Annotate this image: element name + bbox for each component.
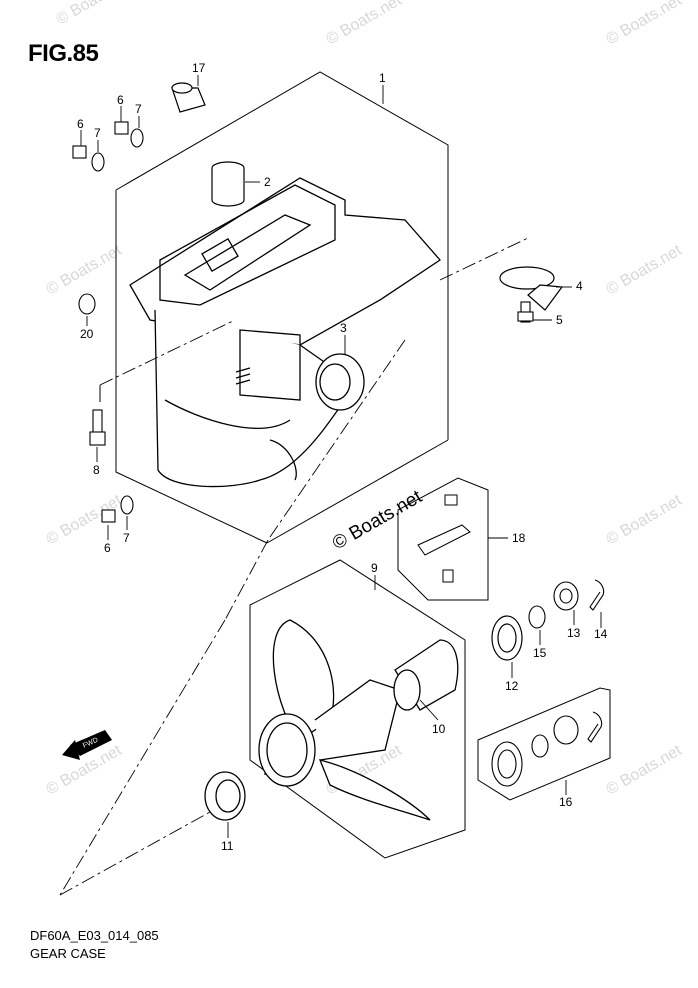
callout-8: 8 [93,463,100,477]
part-15-washer [528,605,546,629]
callout-6b: 6 [117,93,124,107]
callout-17: 17 [192,61,206,75]
callout-3: 3 [340,321,347,335]
callout-7c: 7 [123,531,130,545]
watermark-label: © Boats.net [329,486,426,554]
callout-10: 10 [432,722,446,736]
watermark-text: © Boats.net [324,0,406,48]
callout-15: 15 [533,646,547,660]
callout-7a: 7 [94,126,101,140]
watermark-text: © Boats.net [54,0,136,28]
part-20-cap [78,293,96,315]
part-18-group-frame [397,477,489,601]
callout-numbers: 1 2 3 4 5 6 6 6 7 7 7 8 9 10 11 12 13 14… [77,61,608,853]
gear-case-housing [129,177,441,488]
figure-name: GEAR CASE [30,946,106,961]
callout-14: 14 [594,627,608,641]
part-16-set [491,711,603,787]
part-14-cotter-pin [589,579,605,611]
fwd-arrow-icon: FWD [62,730,112,760]
callout-11: 11 [221,839,234,853]
watermark-text: © Boats.net [604,492,686,549]
part-13-nut [553,581,579,611]
part-8-bolt [89,409,106,446]
watermarks: © Boats.net © Boats.net © Boats.net © Bo… [44,0,686,798]
part-2-bushing [211,161,245,207]
part-3-bearing [315,353,365,411]
watermark-text: © Boats.net [604,242,686,299]
axis-lines [59,237,529,896]
callout-5: 5 [556,313,563,327]
callout-12: 12 [505,679,519,693]
callout-4: 4 [576,279,583,293]
callout-6c: 6 [104,541,111,555]
callout-9: 9 [371,561,378,575]
part-7-washers [91,128,144,515]
figure-code: DF60A_E03_014_085 [30,928,159,943]
watermark-text: © Boats.net [604,0,686,48]
callout-2: 2 [264,175,271,189]
leader-lines [80,75,602,838]
callout-18: 18 [512,531,526,545]
part-9-group-frame [249,559,466,859]
watermark-text: © Boats.net [604,742,686,799]
callout-7b: 7 [135,102,142,116]
part-17-plug [171,82,206,113]
callout-20: 20 [80,327,94,341]
figure-title: FIG.85 [28,40,99,67]
part-16-group-frame [477,687,611,801]
callout-1: 1 [379,71,386,85]
propeller [258,619,459,821]
callout-16: 16 [559,795,573,809]
part-4-trim-tab [499,266,564,311]
callout-6a: 6 [77,117,84,131]
part-11-seal [204,771,246,821]
part-6-bolts [72,121,129,523]
part-5-bolt [517,301,534,323]
callout-13: 13 [567,626,581,640]
gear-case-group-frame [99,71,449,544]
watermark-text: © Boats.net [44,242,126,299]
part-12-thrust-washer [491,615,523,661]
